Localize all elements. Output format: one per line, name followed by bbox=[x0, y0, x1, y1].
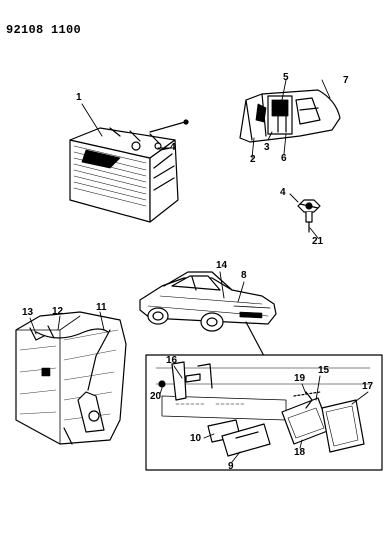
callout-19: 19 bbox=[294, 373, 306, 384]
callout-1: 1 bbox=[76, 92, 82, 103]
callout-18: 18 bbox=[294, 447, 306, 458]
bulb-part bbox=[297, 199, 321, 233]
car-illustration bbox=[139, 271, 277, 357]
lamp-detail bbox=[239, 89, 341, 143]
side-marker-detail-box bbox=[145, 354, 383, 471]
callout-4-lower: 4 bbox=[280, 187, 286, 198]
callout-14: 14 bbox=[216, 260, 228, 271]
hood-area bbox=[15, 311, 127, 445]
callout-4-upper: 4 bbox=[170, 142, 176, 153]
callout-16: 16 bbox=[166, 355, 178, 366]
callout-10: 10 bbox=[190, 433, 202, 444]
callout-2: 2 bbox=[250, 154, 256, 165]
leader-lines bbox=[29, 79, 369, 463]
callout-12: 12 bbox=[52, 306, 64, 317]
callout-13: 13 bbox=[22, 307, 34, 318]
callout-9: 9 bbox=[228, 461, 234, 472]
callout-21: 21 bbox=[312, 236, 324, 247]
callout-20: 20 bbox=[150, 391, 162, 402]
callout-8: 8 bbox=[241, 270, 247, 281]
callout-7: 7 bbox=[343, 75, 349, 86]
headlamp-assembly bbox=[69, 119, 189, 223]
callout-11: 11 bbox=[96, 302, 107, 313]
callout-3: 3 bbox=[264, 142, 270, 153]
callout-6: 6 bbox=[281, 153, 287, 164]
callout-15: 15 bbox=[318, 365, 330, 376]
callout-5: 5 bbox=[283, 72, 289, 83]
diagram-code: 92108 1100 bbox=[6, 23, 82, 37]
callout-17: 17 bbox=[362, 381, 374, 392]
